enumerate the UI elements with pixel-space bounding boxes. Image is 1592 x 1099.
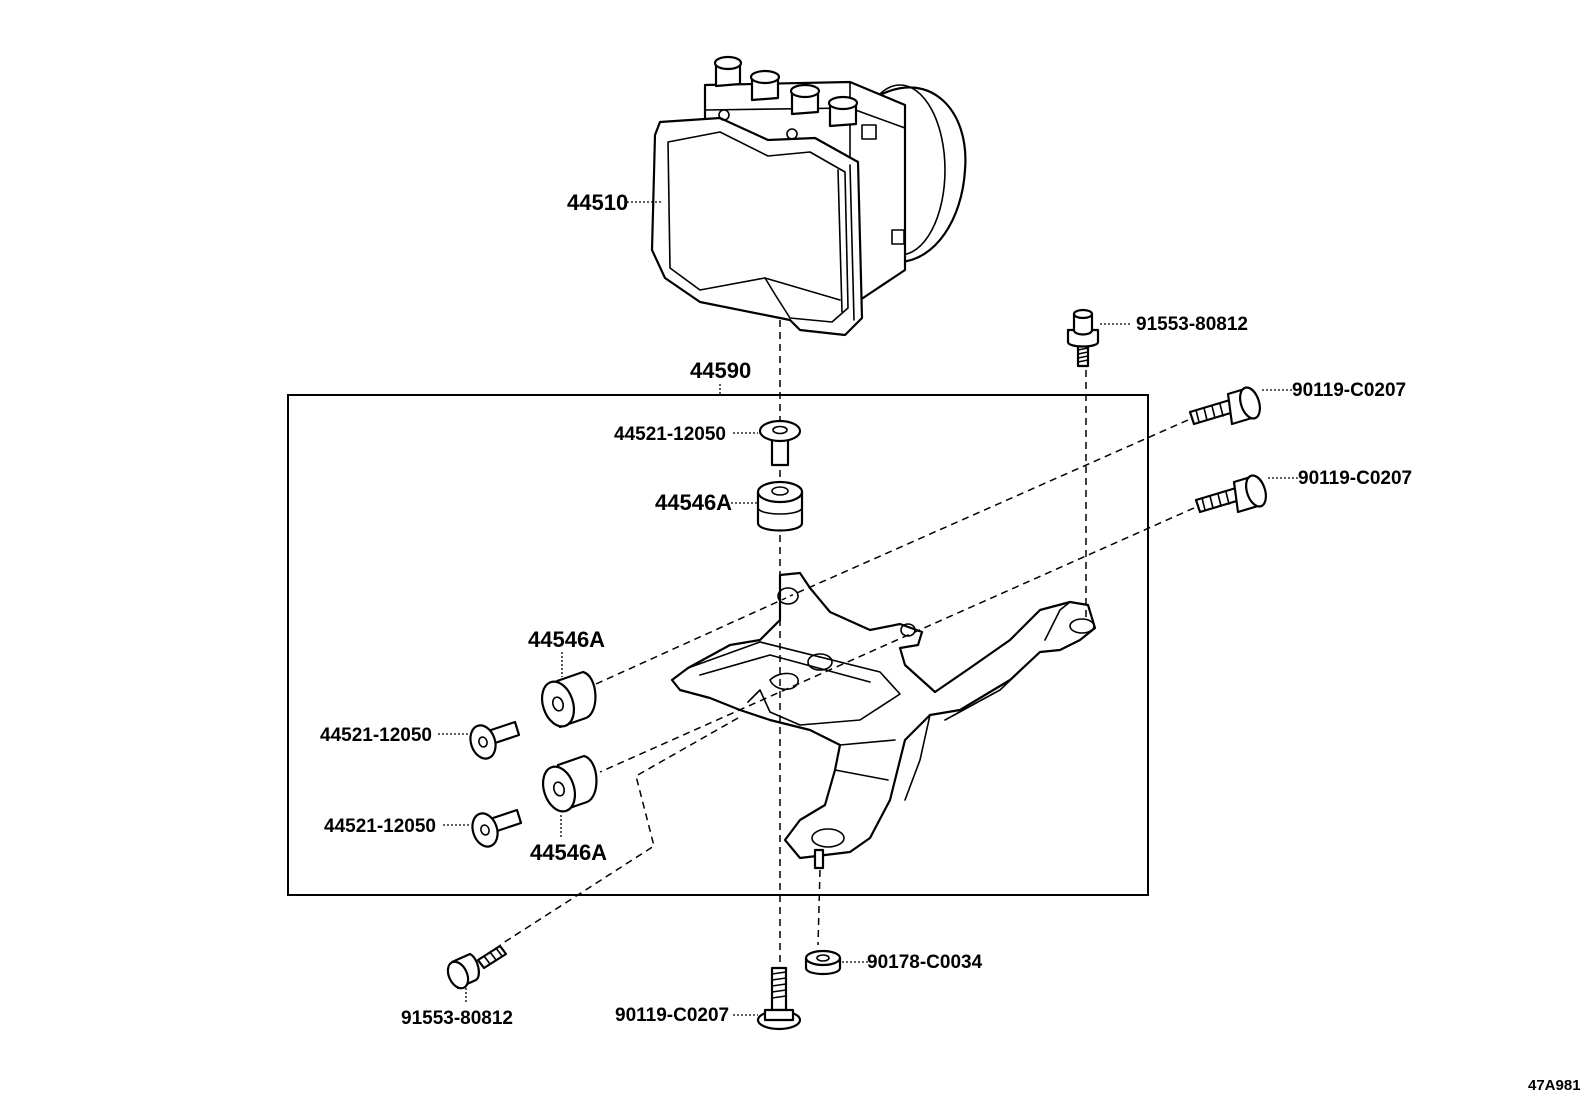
collar-top-part <box>758 419 802 467</box>
label-44590[interactable]: 44590 <box>690 358 751 383</box>
label-cushion-low[interactable]: 44546A <box>530 840 607 865</box>
reference-code: 47A981 <box>1528 1077 1581 1094</box>
bolt-top-right-part <box>1066 308 1100 368</box>
bracket-assy-frame <box>287 394 1149 896</box>
bolt-bottom-center-part <box>756 966 802 1031</box>
bolt-right-2-part <box>1194 474 1267 514</box>
collar-mid-part <box>469 720 521 760</box>
label-cushion-top[interactable]: 44546A <box>655 490 732 515</box>
part-labels: 44510 44590 44521-12050 44546A 44546A 44… <box>320 190 1581 1094</box>
cushion-top-part <box>756 480 804 532</box>
label-collar-mid[interactable]: 44521-12050 <box>320 725 432 746</box>
port-fittings <box>713 55 859 128</box>
label-nut-bottom[interactable]: 90178-C0034 <box>867 952 983 973</box>
cushion-mid-part <box>540 670 597 729</box>
abs-actuator-illustration <box>650 55 967 337</box>
label-44510[interactable]: 44510 <box>567 190 628 215</box>
bracket-illustration <box>670 571 1097 870</box>
assembly-lines <box>499 320 1195 968</box>
label-collar-low[interactable]: 44521-12050 <box>324 816 436 837</box>
label-cushion-mid[interactable]: 44546A <box>528 627 605 652</box>
nut-bottom-part <box>804 949 842 976</box>
bolt-bottom-left-part <box>446 944 508 990</box>
label-collar-top[interactable]: 44521-12050 <box>614 424 726 445</box>
bolt-right-1-part <box>1188 386 1261 426</box>
label-bolt-right-2[interactable]: 90119-C0207 <box>1298 468 1412 489</box>
collar-low-part <box>471 808 523 848</box>
label-bolt-bottom-center[interactable]: 90119-C0207 <box>615 1005 729 1026</box>
label-bolt-top-right[interactable]: 91553-80812 <box>1136 314 1248 335</box>
leader-lines <box>438 201 1298 1016</box>
cushion-low-part <box>541 754 598 813</box>
label-bolt-right-1[interactable]: 90119-C0207 <box>1292 380 1406 401</box>
label-bolt-bottom-left[interactable]: 91553-80812 <box>401 1008 513 1029</box>
